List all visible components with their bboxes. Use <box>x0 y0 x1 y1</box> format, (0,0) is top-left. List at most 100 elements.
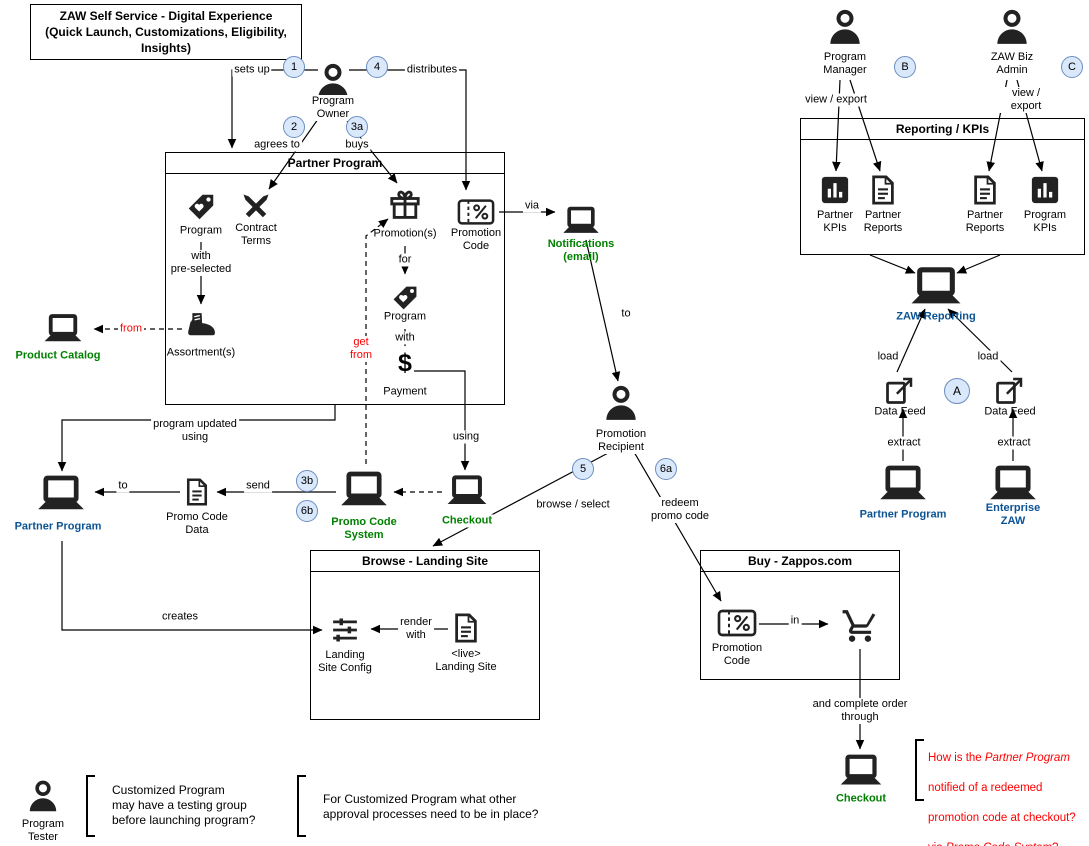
partner-reports-left-label: Partner Reports <box>863 209 903 234</box>
creates-label: creates <box>159 610 201 624</box>
partner-reports-left-icon <box>870 175 896 205</box>
buys-label: buys <box>343 138 371 152</box>
question-line4-end: ? <box>1052 842 1058 846</box>
cart-icon <box>841 607 879 645</box>
data-feed-right-icon <box>995 375 1025 405</box>
question-line1: How is the <box>928 752 985 764</box>
program-updated-label: program updated using <box>151 418 239 444</box>
zaw-biz-admin-person-icon <box>992 8 1032 48</box>
promo-code-system-label: Promo Code System <box>329 516 399 542</box>
bottom-checkout-label: Checkout <box>835 792 887 805</box>
partner-reports-right-label: Partner Reports <box>965 209 1005 234</box>
question-line4: via <box>928 842 946 846</box>
promo-code-system-laptop-icon <box>337 471 391 509</box>
for-label: for <box>396 253 414 267</box>
assortments-label: Assortment(s) <box>166 346 236 359</box>
note-testing-group: Customized Program may have a testing gr… <box>112 783 256 827</box>
question-bracket <box>915 739 924 801</box>
contract-terms-label: Contract Terms <box>235 222 277 247</box>
live-landing-site-label: <live> Landing Site <box>435 648 497 673</box>
load-right-label: load <box>975 350 1001 364</box>
program-kpis-icon <box>1030 175 1060 205</box>
promo-code-data-doc-icon <box>185 478 209 506</box>
zaw-reporting-laptop-icon <box>907 267 965 307</box>
question-line2: notified of a redeemed <box>928 782 1043 794</box>
in-label: in <box>788 614 802 628</box>
with-preselected-label: with pre-selected <box>168 250 234 276</box>
checkout-laptop-icon <box>444 475 490 507</box>
program2-tag-icon <box>391 284 419 312</box>
dollar-icon: $ <box>398 349 412 377</box>
program-manager-person-icon <box>825 8 865 48</box>
badge-b: B <box>894 56 916 78</box>
browse-box-title: Browse - Landing Site <box>311 551 539 572</box>
render-with-label: render with <box>398 616 434 642</box>
diagram-title-line1: ZAW Self Service - Digital Experience <box>59 9 273 23</box>
buy-promotion-code-label: Promotion Code <box>711 642 763 667</box>
to-recipient-label: to <box>619 307 633 321</box>
zaw-biz-admin-label: ZAW Biz Admin <box>988 51 1036 77</box>
get-from-label: get from <box>348 336 374 362</box>
partner-program-laptop-icon <box>34 475 88 513</box>
notifications-label: Notifications (email) <box>547 238 615 263</box>
promo-code-data-label: Promo Code Data <box>164 511 230 537</box>
program-tag-icon <box>186 192 216 222</box>
question-partner-program: Partner Program <box>984 752 1070 764</box>
program2-label: Program <box>383 310 427 323</box>
promotion-code-ticket-icon <box>457 199 495 226</box>
via-label: via <box>522 199 542 213</box>
view-export-right-label: view / export <box>994 87 1058 113</box>
partner-program-right-laptop-icon <box>876 465 930 503</box>
partner-kpis-icon <box>820 175 850 205</box>
enterprise-zaw-label: Enterprise ZAW <box>985 502 1041 527</box>
zaw-reporting-label: ZAW Reporting <box>896 310 976 323</box>
diagram-title-line2: (Quick Launch, Customizations, Eligibili… <box>45 25 287 55</box>
promotion-recipient-person-icon <box>601 384 641 424</box>
partner-program-box-title: Partner Program <box>166 153 504 174</box>
promotion-recipient-label: Promotion Recipient <box>593 428 649 454</box>
to-partner-label: to <box>116 479 130 493</box>
diagram-title: ZAW Self Service - Digital Experience (Q… <box>30 4 302 60</box>
arrow-sets-up <box>227 69 318 149</box>
step-badge-1: 1 <box>283 56 305 78</box>
partner-program-box: Partner Program <box>165 152 505 405</box>
program-kpis-label: Program KPIs <box>1023 209 1067 234</box>
view-export-left-label: view / export <box>803 93 869 107</box>
step-badge-3a: 3a <box>346 116 368 138</box>
buy-promotion-code-ticket-icon <box>717 609 757 637</box>
partner-reports-right-icon <box>972 175 998 205</box>
extract-right-label: extract <box>995 436 1033 450</box>
browse-landing-site-box: Browse - Landing Site <box>310 550 540 720</box>
note-approval-processes: For Customized Program what other approv… <box>323 792 539 821</box>
buy-box-title: Buy - Zappos.com <box>701 551 899 572</box>
load-left-label: load <box>875 350 901 364</box>
sets-up-label: sets up <box>232 63 272 77</box>
from-label: from <box>118 322 144 336</box>
assortments-boot-icon <box>185 311 217 341</box>
bottom-checkout-laptop-icon <box>837 754 885 788</box>
program-label: Program <box>179 224 223 237</box>
partner-program-label: Partner Program <box>12 520 104 534</box>
promotions-gift-icon <box>387 188 423 224</box>
badge-c: C <box>1061 56 1083 78</box>
send-label: send <box>244 479 272 493</box>
partner-kpis-label: Partner KPIs <box>816 209 854 234</box>
program-tester-label: Program Tester <box>21 818 65 843</box>
question-line3: promotion code at checkout? <box>928 812 1076 824</box>
step-badge-6b: 6b <box>296 500 318 522</box>
program-owner-label: Program Owner <box>309 95 357 121</box>
program-tester-person-icon <box>25 779 61 815</box>
product-catalog-laptop-icon <box>41 314 85 344</box>
complete-order-label: and complete order through <box>810 698 910 724</box>
contract-terms-pens-icon <box>241 192 271 222</box>
data-feed-right-label: Data Feed <box>984 405 1036 418</box>
badge-a: A <box>944 378 970 404</box>
landing-site-config-sliders-icon <box>330 615 360 645</box>
browse-select-label: browse / select <box>534 498 612 512</box>
payment-label: Payment <box>383 385 427 398</box>
promotion-code-label: Promotion Code <box>450 227 502 252</box>
data-feed-left-icon <box>885 375 915 405</box>
step-badge-5: 5 <box>572 458 594 480</box>
step-badge-6a: 6a <box>655 458 677 480</box>
